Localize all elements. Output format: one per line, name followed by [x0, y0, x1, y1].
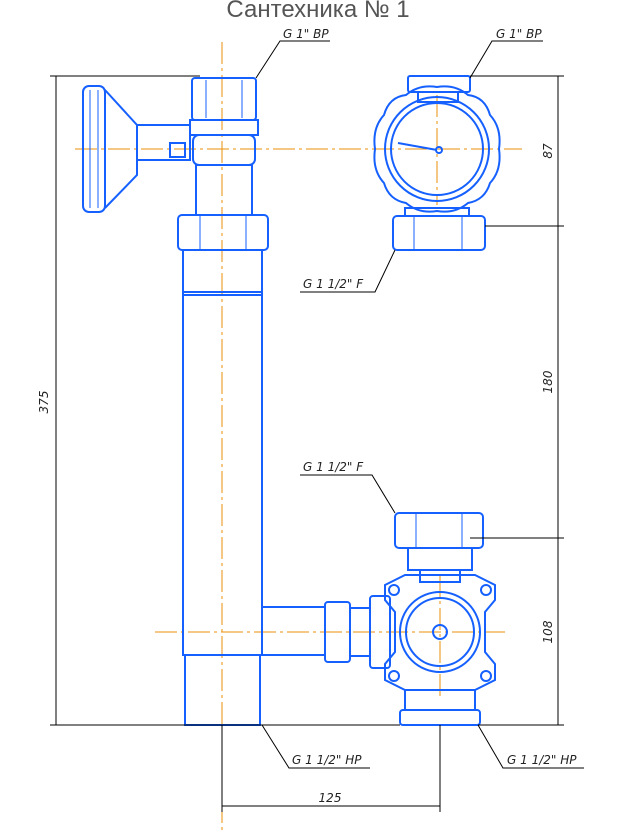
leader-lines	[255, 40, 584, 769]
dim-gauge-to-union: 87	[541, 143, 555, 159]
label-top-right-thread: G 1" ВР	[496, 27, 542, 41]
mixing-valve-assembly	[324, 512, 496, 726]
dim-horizontal-spacing: 125	[319, 791, 342, 805]
dim-total-height: 375	[37, 391, 51, 414]
label-upper-union-thread: G 1 1/2" F	[303, 277, 364, 291]
pressure-gauge-assembly	[373, 75, 501, 251]
left-riser-assembly	[82, 77, 326, 726]
label-bottom-left-thread: G 1 1/2" НР	[292, 753, 362, 767]
label-bottom-right-thread: G 1 1/2" НР	[507, 753, 577, 767]
label-top-left-thread: G 1" ВР	[283, 27, 329, 41]
dim-union-to-union: 180	[541, 370, 555, 393]
drawing-title: Сантехника № 1	[226, 0, 410, 23]
valve-handle	[82, 85, 191, 213]
dimension-lines	[50, 75, 564, 812]
dim-lower-section: 108	[541, 620, 555, 643]
label-lower-union-thread: G 1 1/2" F	[303, 460, 364, 474]
